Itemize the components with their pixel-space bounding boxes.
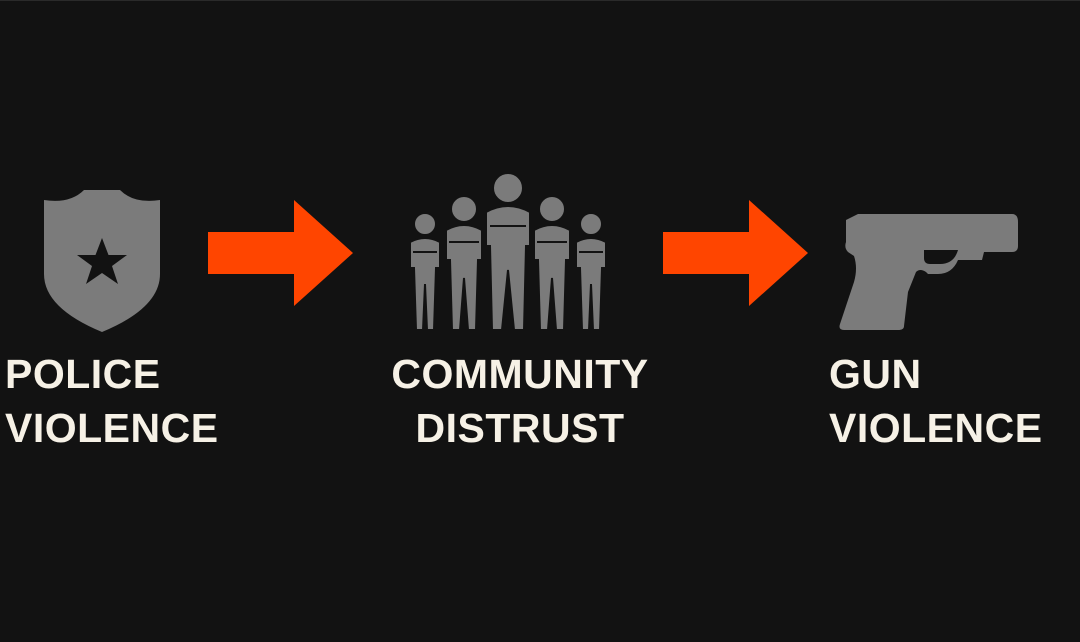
community-group-icon: [409, 172, 607, 331]
step-community-distrust-label: COMMUNITY DISTRUST: [370, 347, 670, 455]
step-label-line2: DISTRUST: [415, 405, 625, 451]
arrow-right-icon: [208, 200, 353, 306]
step-gun-violence-label: GUN VIOLENCE: [829, 347, 1043, 455]
police-badge-icon: [44, 190, 160, 332]
step-label-line2: VIOLENCE: [5, 405, 219, 451]
step-label-line1: POLICE: [5, 351, 161, 397]
step-label-line2: VIOLENCE: [829, 405, 1043, 451]
top-divider: [0, 0, 1080, 1]
step-label-line1: GUN: [829, 351, 922, 397]
step-police-violence-label: POLICE VIOLENCE: [5, 347, 219, 455]
handgun-icon: [839, 214, 1018, 330]
step-label-line1: COMMUNITY: [391, 351, 649, 397]
arrow-right-icon: [663, 200, 808, 306]
